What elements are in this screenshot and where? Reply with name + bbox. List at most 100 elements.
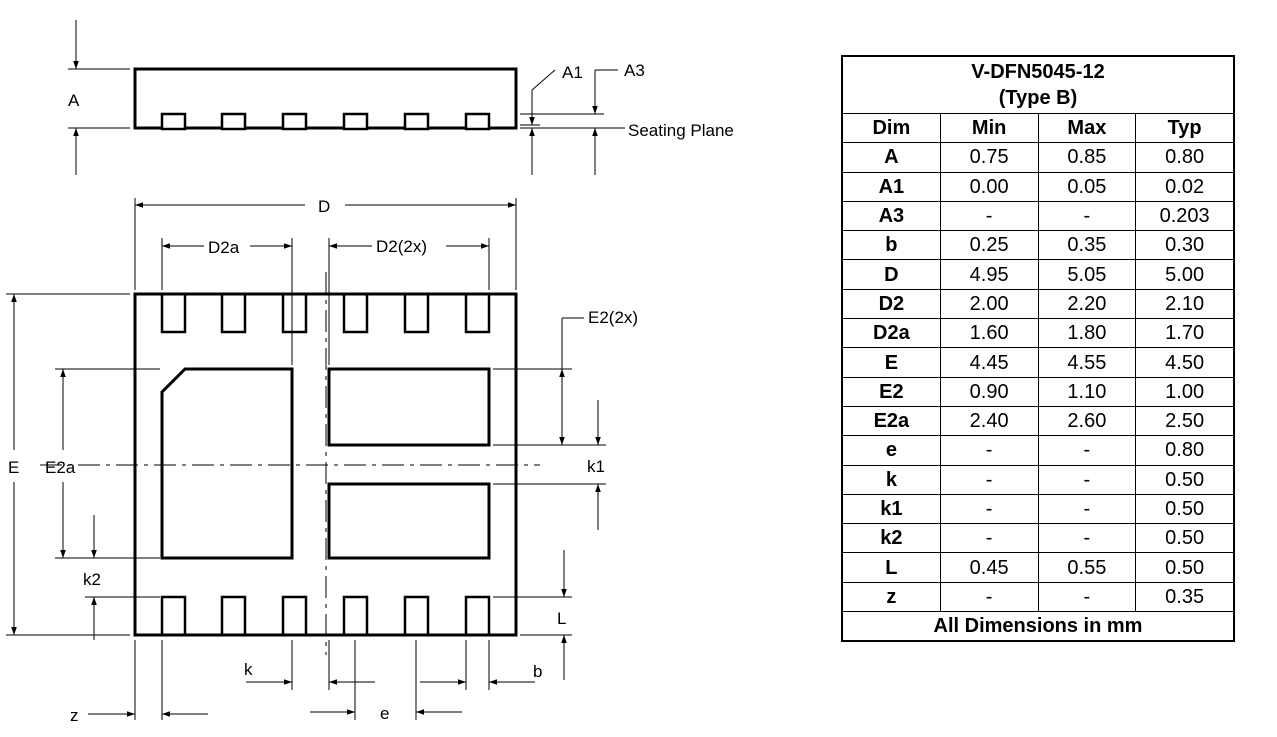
cell-dim: b <box>842 230 941 261</box>
cell-max: 2.60 <box>1037 405 1137 437</box>
cell-typ: 1.70 <box>1135 318 1234 349</box>
cell-typ: 0.50 <box>1135 552 1234 583</box>
table-title-package: V-DFN5045-12 <box>971 61 1105 83</box>
header-min: Min <box>939 112 1039 144</box>
cell-min: 0.75 <box>939 142 1039 173</box>
cell-min: 2.00 <box>939 288 1039 320</box>
exposed-pad-upper-right <box>327 367 491 447</box>
cell-min: - <box>939 464 1039 495</box>
label-D: D <box>318 197 330 216</box>
table-row: k2--0.50 <box>842 523 1234 554</box>
cell-min: 1.60 <box>939 318 1039 349</box>
cell-dim: D <box>842 259 941 290</box>
label-k1: k1 <box>587 457 605 476</box>
cell-min: - <box>939 493 1039 525</box>
cell-max: - <box>1037 200 1137 232</box>
cell-max: - <box>1037 493 1137 525</box>
cell-dim: k1 <box>842 493 941 525</box>
label-E2a: E2a <box>45 458 76 477</box>
label-k: k <box>244 660 253 679</box>
cell-typ: 0.50 <box>1135 523 1234 554</box>
cell-max: 4.55 <box>1037 347 1137 378</box>
cell-min: - <box>939 435 1039 466</box>
label-e: e <box>380 704 389 723</box>
cell-typ: 0.80 <box>1135 142 1234 173</box>
cell-dim: E <box>842 347 941 378</box>
cell-typ: 0.80 <box>1135 435 1234 466</box>
table-row: z--0.35 <box>842 581 1234 613</box>
cell-typ: 0.30 <box>1135 230 1234 261</box>
cell-typ: 0.02 <box>1135 171 1234 202</box>
cell-min: 0.00 <box>939 171 1039 202</box>
cell-typ: 0.50 <box>1135 464 1234 495</box>
cell-dim: A1 <box>842 171 941 202</box>
cell-max: - <box>1037 523 1137 554</box>
cell-max: 0.35 <box>1037 230 1137 261</box>
cell-min: 4.45 <box>939 347 1039 378</box>
cell-max: 0.55 <box>1037 552 1137 583</box>
cell-max: - <box>1037 581 1137 613</box>
table-row: e--0.80 <box>842 435 1234 466</box>
cell-min: 2.40 <box>939 405 1039 437</box>
bottom-view: D D2a D2(2x) E2(2x) E E2a k1 k2 L k b z … <box>6 197 638 725</box>
cell-max: 2.20 <box>1037 288 1137 320</box>
label-k2: k2 <box>83 570 101 589</box>
cell-typ: 0.203 <box>1135 200 1234 232</box>
package-outline-drawing: A A1 A3 Seating Plane <box>6 20 734 725</box>
cell-max: 5.05 <box>1037 259 1137 290</box>
cell-typ: 5.00 <box>1135 259 1234 290</box>
cell-dim: A3 <box>842 200 941 232</box>
cell-max: - <box>1037 435 1137 466</box>
cell-typ: 0.35 <box>1135 581 1234 613</box>
label-A1: A1 <box>562 63 583 82</box>
cell-dim: D2a <box>842 318 941 349</box>
table-footer: All Dimensions in mm <box>842 611 1234 642</box>
table-header-row: Dim Min Max Typ <box>842 112 1234 144</box>
label-A: A <box>68 91 80 110</box>
side-view: A A1 A3 Seating Plane <box>68 20 734 175</box>
cell-typ: 0.50 <box>1135 493 1234 525</box>
cell-dim: D2 <box>842 288 941 320</box>
cell-dim: E2a <box>842 405 941 437</box>
cell-dim: A <box>842 142 941 173</box>
side-view-pads <box>160 112 491 131</box>
cell-dim: k2 <box>842 523 941 554</box>
label-D2: D2(2x) <box>376 237 427 256</box>
exposed-pad-large <box>160 367 294 560</box>
table-row: k1--0.50 <box>842 493 1234 525</box>
cell-min: - <box>939 200 1039 232</box>
label-E: E <box>8 458 19 477</box>
cell-dim: L <box>842 552 941 583</box>
cell-max: 0.85 <box>1037 142 1137 173</box>
table-title: V-DFN5045-12 (Type B) <box>842 56 1234 114</box>
label-D2a: D2a <box>208 238 240 257</box>
cell-max: - <box>1037 464 1137 495</box>
cell-min: 4.95 <box>939 259 1039 290</box>
table-row: A3--0.203 <box>842 200 1234 232</box>
cell-min: 0.90 <box>939 376 1039 407</box>
cell-typ: 2.10 <box>1135 288 1234 320</box>
cell-typ: 1.00 <box>1135 376 1234 407</box>
bottom-view-top-pads <box>160 292 491 334</box>
label-L: L <box>557 609 566 628</box>
table-row: k--0.50 <box>842 464 1234 495</box>
label-A3: A3 <box>624 61 645 80</box>
header-typ: Typ <box>1135 112 1234 144</box>
cell-min: - <box>939 581 1039 613</box>
label-seating-plane: Seating Plane <box>628 121 734 140</box>
cell-dim: k <box>842 464 941 495</box>
label-E2: E2(2x) <box>588 308 638 327</box>
cell-max: 1.10 <box>1037 376 1137 407</box>
